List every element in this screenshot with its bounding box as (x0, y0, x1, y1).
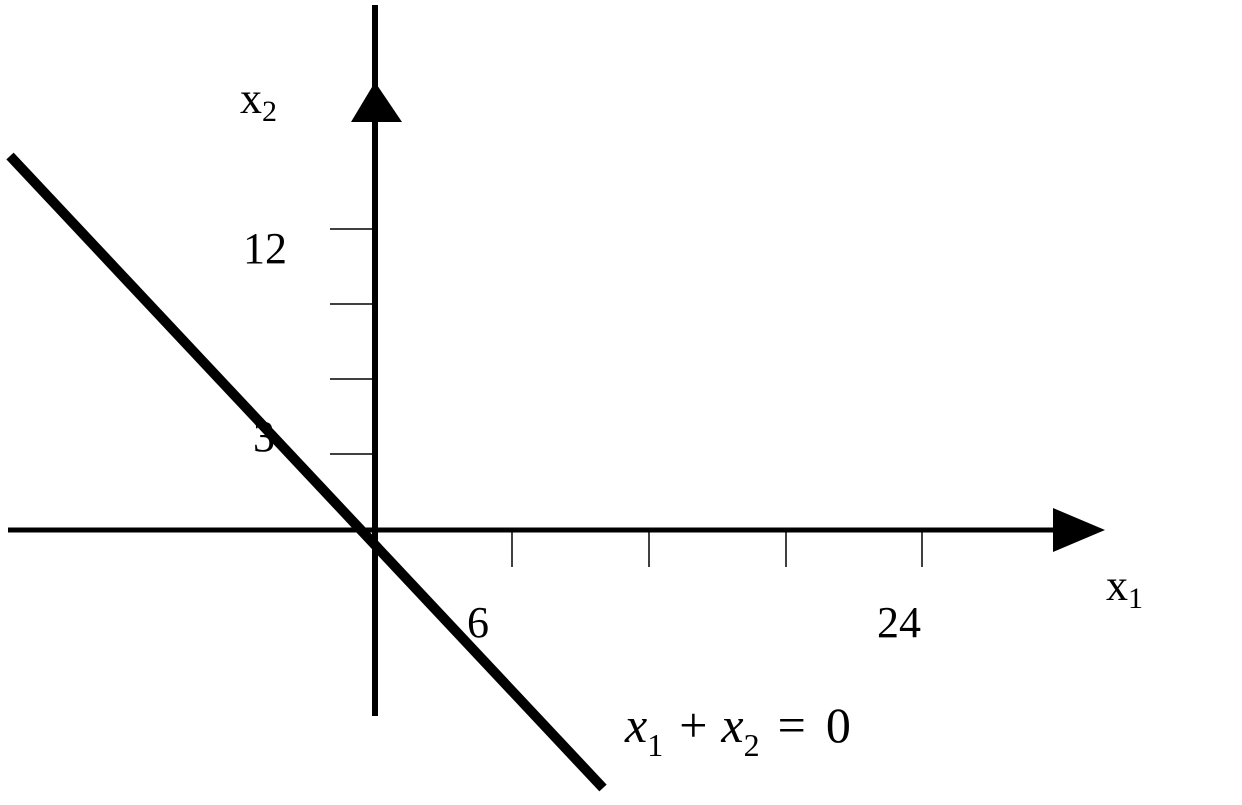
line-x1-plus-x2-equals-0 (6, 152, 607, 792)
x-tick-label-6: 6 (467, 598, 489, 647)
x-tick-label-24: 24 (877, 598, 921, 647)
x-axis-arrowhead (1053, 508, 1105, 552)
line-equation-label: x1+x2=0 (624, 697, 851, 763)
y-axis-label: x2 (240, 74, 277, 128)
y-axis-arrowhead (351, 82, 402, 122)
x-axis-label: x1 (1106, 561, 1143, 615)
y-tick-label-12: 12 (243, 224, 287, 273)
